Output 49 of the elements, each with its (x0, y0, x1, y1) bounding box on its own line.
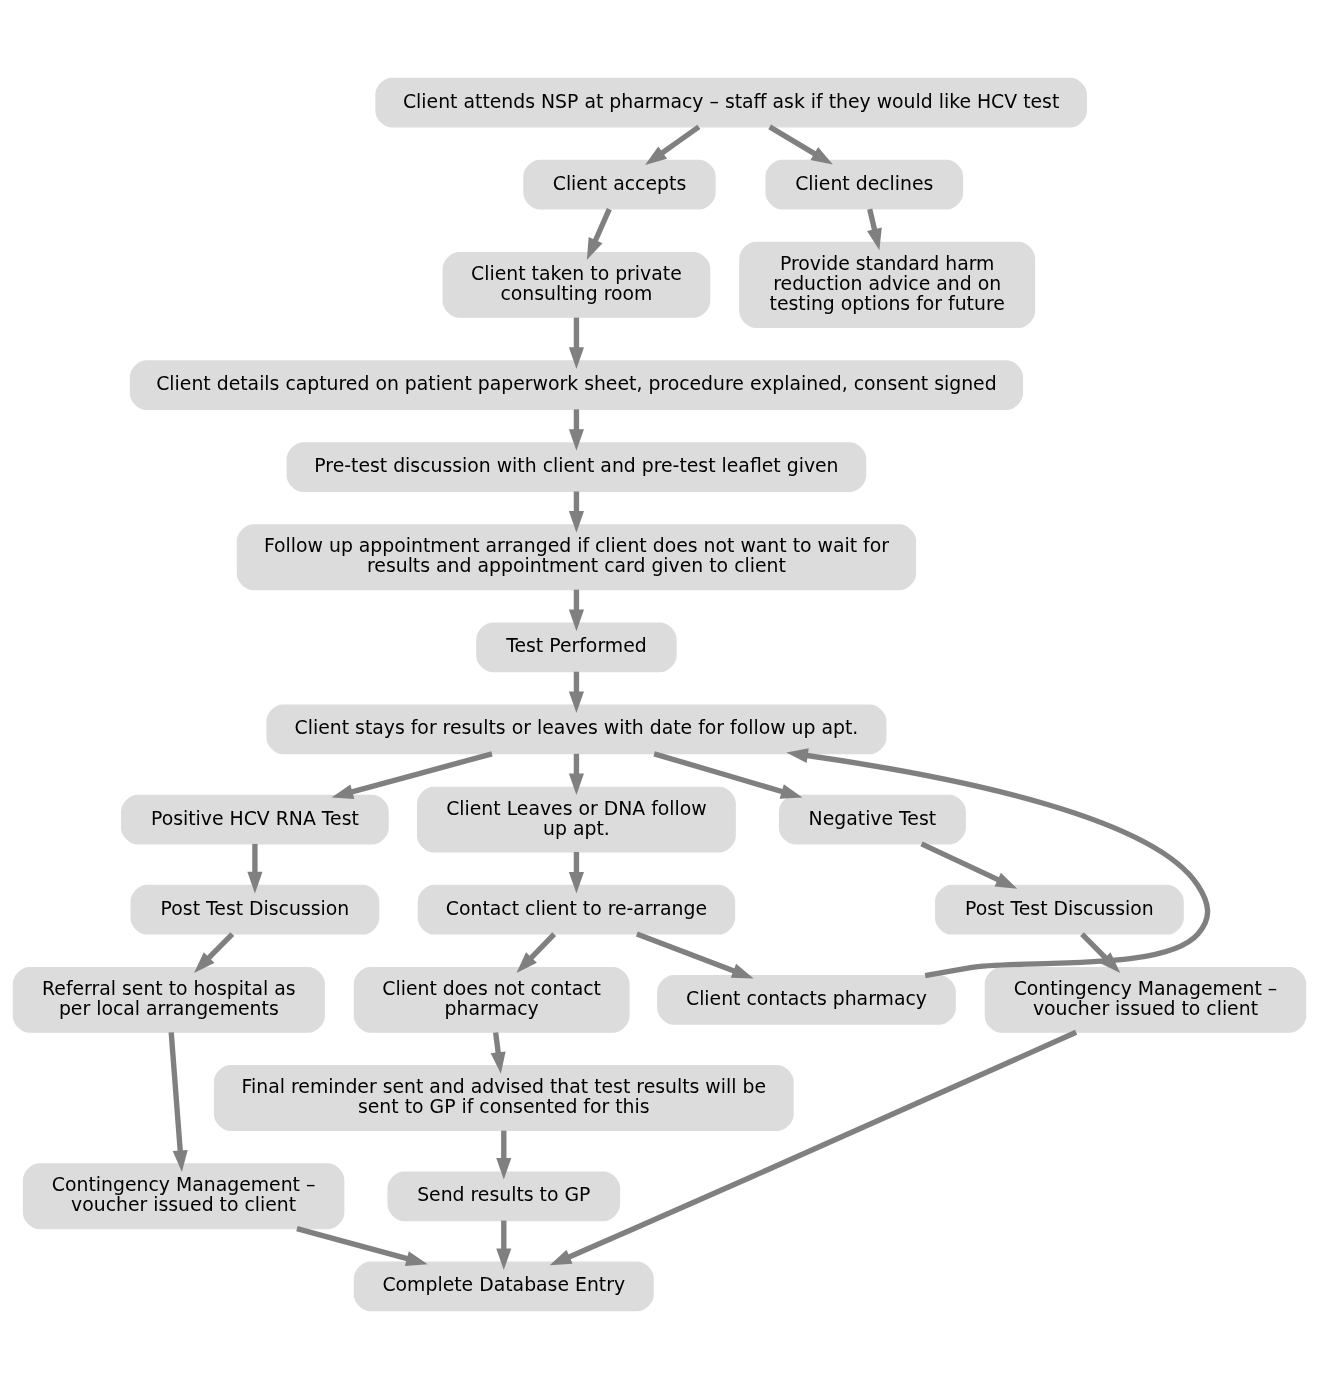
arrow (247, 843, 263, 894)
node-box: Send results to GP (387, 1171, 621, 1222)
arrow (168, 1032, 188, 1172)
arrow (568, 491, 584, 533)
node-box: Test Performed (476, 622, 677, 673)
arrow (296, 1225, 428, 1266)
arrow (768, 124, 833, 165)
arrow (867, 208, 882, 251)
node-box: Negative Test (778, 794, 966, 845)
node-box: Client Leaves or DNA follow up apt. (417, 786, 736, 853)
node-box: Contingency Management – voucher issued to client (984, 966, 1307, 1033)
arrow (496, 1130, 512, 1180)
node-box: Client details captured on patient paperwork sheet, procedure explained, consent signed (129, 360, 1024, 410)
arrow (549, 1029, 1078, 1266)
arrow (920, 841, 1018, 889)
node-box: Contact client to re-arrange (417, 884, 736, 935)
node-box: Post Test Discussion (130, 884, 380, 935)
node-box: Client taken to private consulting room (442, 251, 711, 318)
arrow (568, 317, 584, 369)
arrow (490, 1032, 506, 1074)
node-box: Client does not contact pharmacy (353, 966, 630, 1033)
node-box: Positive HCV RNA Test (121, 794, 389, 845)
node-box: Contingency Management – voucher issued to client (22, 1163, 345, 1230)
arrow (568, 753, 584, 796)
node-box: Client accepts (523, 159, 716, 210)
arrow (331, 751, 493, 800)
node-box: Pre-test discussion with client and pre-test leaflet given (286, 442, 867, 493)
arrow (568, 409, 584, 451)
node-box: Client declines (765, 159, 964, 210)
arrow (568, 671, 584, 714)
arrow (496, 1220, 512, 1271)
node-box: Follow up appointment arranged if client does not want to wait for results and appointment card given to client (236, 524, 917, 591)
arrow (568, 852, 584, 894)
node-box: Referral sent to hospital as per local arrangements (12, 966, 325, 1033)
node-box: Post Test Discussion (934, 884, 1184, 935)
arrow (653, 751, 803, 799)
node-box: Client attends NSP at pharmacy – staff ask if they would like HCV test (375, 77, 1087, 128)
arrow (194, 932, 235, 973)
arrow (786, 748, 1211, 979)
node-box: Client contacts pharmacy (657, 974, 956, 1025)
arrow (635, 931, 754, 979)
node-box: Complete Database Entry (353, 1261, 654, 1312)
arrow (568, 589, 584, 632)
arrow (516, 932, 557, 973)
node-box: Provide standard harm reduction advice and on testing options for future (739, 241, 1036, 328)
node-box: Client stays for results or leaves with date for follow up apt. (266, 704, 887, 755)
arrow (586, 208, 612, 260)
node-box: Final reminder sent and advised that test results will be sent to GP if consented for this (213, 1065, 794, 1132)
arrow (645, 124, 701, 166)
